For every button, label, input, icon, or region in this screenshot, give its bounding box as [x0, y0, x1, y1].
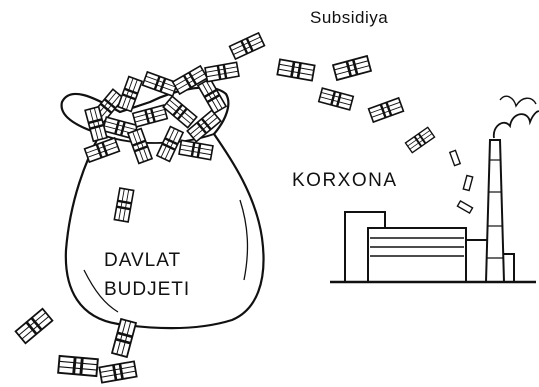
- money-bundle-icon: [404, 126, 436, 154]
- subsidy-label: Subsidiya: [310, 8, 389, 27]
- banknote-icon: [449, 149, 461, 167]
- factory-label: KORXONA: [292, 170, 398, 191]
- money-bundle-icon: [331, 54, 373, 82]
- money-bundle-icon: [317, 86, 355, 112]
- money-bundle-icon: [228, 31, 266, 61]
- smoke-icon: [499, 95, 537, 108]
- money-bundle-icon: [203, 61, 241, 83]
- budget-label-line2: BUDJETI: [104, 279, 191, 300]
- banknote-icon: [456, 200, 474, 214]
- factory-icon: [330, 139, 536, 284]
- money-bundle-icon: [276, 58, 316, 82]
- money-bundle-icon: [98, 360, 138, 384]
- money-bundle-icon: [141, 70, 179, 98]
- money-bundle-icon: [56, 354, 100, 378]
- banknote-icon: [462, 174, 474, 192]
- money-bundle-icon: [367, 96, 405, 124]
- smoke-icon: [492, 110, 539, 139]
- budget-label-line1: DAVLAT: [104, 250, 182, 271]
- money-bundle-icon: [14, 307, 54, 345]
